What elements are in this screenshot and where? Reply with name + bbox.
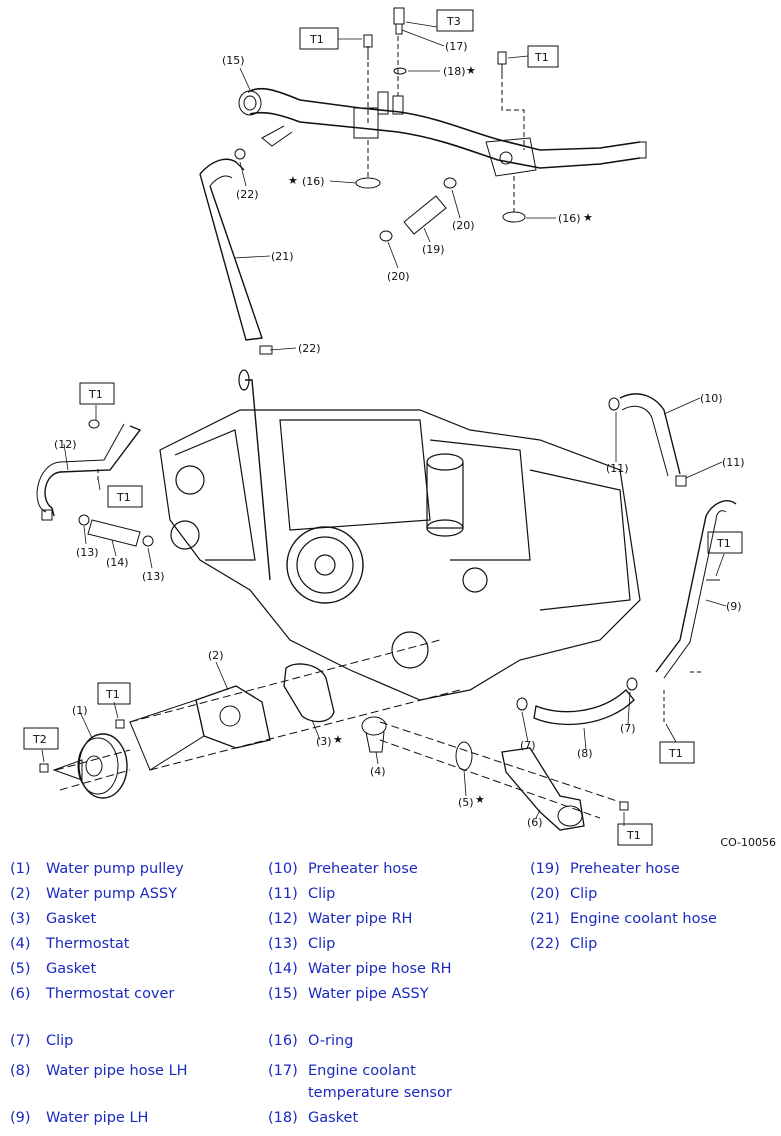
callout-16: (16) [558, 212, 581, 225]
callout-13: (13) [76, 546, 99, 559]
gasket-3 [283, 663, 335, 723]
callout-3: (3) [316, 735, 332, 748]
callout-20: (20) [452, 219, 475, 232]
callout-4: (4) [370, 765, 386, 778]
torque-label-t1: T1 [88, 388, 103, 401]
bolt-top-left [363, 34, 373, 60]
callout-9: (9) [726, 600, 742, 613]
callout-1: (1) [72, 704, 88, 717]
engine-coolant-hose-21 [199, 148, 273, 355]
water-pipe-lh-9 [655, 500, 737, 722]
water-pump-assy-2 [129, 685, 271, 771]
callout-19: (19) [422, 243, 445, 256]
torque-label-t2: T2 [32, 733, 47, 746]
callout-12: (12) [54, 438, 77, 451]
callout-10: (10) [700, 392, 723, 405]
torque-label-t1: T1 [716, 537, 731, 550]
thermostat-cover-6 [501, 747, 585, 831]
engine-block [159, 369, 641, 701]
water-pipe-hose-rh-14 [87, 519, 141, 547]
water-pipe-hose-lh-8 [516, 677, 638, 726]
torque-boxes [23, 9, 743, 846]
callout-21: (21) [271, 250, 294, 263]
clip-13-left [78, 514, 90, 526]
star-mark: ★ [583, 211, 593, 224]
thermostat-4 [361, 716, 387, 753]
clip-13-right [142, 535, 154, 547]
preheater-hose-10 [608, 393, 687, 487]
diagram-code: CO-10056 [720, 836, 776, 849]
bolt-cover-t1 [619, 801, 629, 811]
torque-label-t1: T1 [534, 51, 549, 64]
o-ring-16-left [355, 177, 381, 189]
torque-label-t1: T1 [668, 747, 683, 760]
torque-label-t1: T1 [626, 829, 641, 842]
water-pipe-assy [238, 87, 647, 177]
callout-2: (2) [208, 649, 224, 662]
torque-label-t1: T1 [105, 688, 120, 701]
callout-11: (11) [722, 456, 745, 469]
callout-11: (11) [606, 462, 629, 475]
callout-7: (7) [620, 722, 636, 735]
callout-5: (5) [458, 796, 474, 809]
torque-label-t1: T1 [116, 491, 131, 504]
torque-label-t3: T3 [446, 15, 461, 28]
assembly-guides [55, 639, 621, 819]
callout-16: (16) [302, 175, 325, 188]
star-mark: ★ [466, 64, 476, 77]
gasket-18-ring [393, 67, 407, 75]
callout-17: (17) [445, 40, 468, 53]
leader-lines [41, 21, 727, 826]
callout-8: (8) [577, 747, 593, 760]
torque-label-t1: T1 [309, 33, 324, 46]
water-pump-pulley-1 [52, 733, 128, 799]
callout-22: (22) [236, 188, 259, 201]
water-pipe-rh-12 [36, 419, 142, 521]
callout-7: (7) [520, 739, 536, 752]
callout-13: (13) [142, 570, 165, 583]
callout-6: (6) [527, 816, 543, 829]
star-mark: ★ [288, 174, 298, 187]
callout-18: (18) [443, 65, 466, 78]
exploded-view-diagram: T1 T3 T1 T1 T1 T1 T1 T2 T1 T1 (15) (17) … [23, 7, 745, 846]
coolant-temperature-sensor [393, 7, 405, 35]
star-mark: ★ [333, 733, 343, 746]
parts-legend: (1)Water pump pulley (2)Water pump ASSY … [10, 861, 717, 1126]
star-mark: ★ [475, 793, 485, 806]
bolt-top-right [497, 51, 507, 76]
bolt-t2 [39, 763, 49, 773]
callout-15: (15) [222, 54, 245, 67]
callout-22: (22) [298, 342, 321, 355]
callout-14: (14) [106, 556, 129, 569]
preheater-hose-19 [379, 177, 457, 242]
o-ring-16-right [502, 211, 526, 223]
bolt-pulley-t1 [115, 719, 125, 729]
gasket-5 [455, 741, 473, 771]
callout-20: (20) [387, 270, 410, 283]
